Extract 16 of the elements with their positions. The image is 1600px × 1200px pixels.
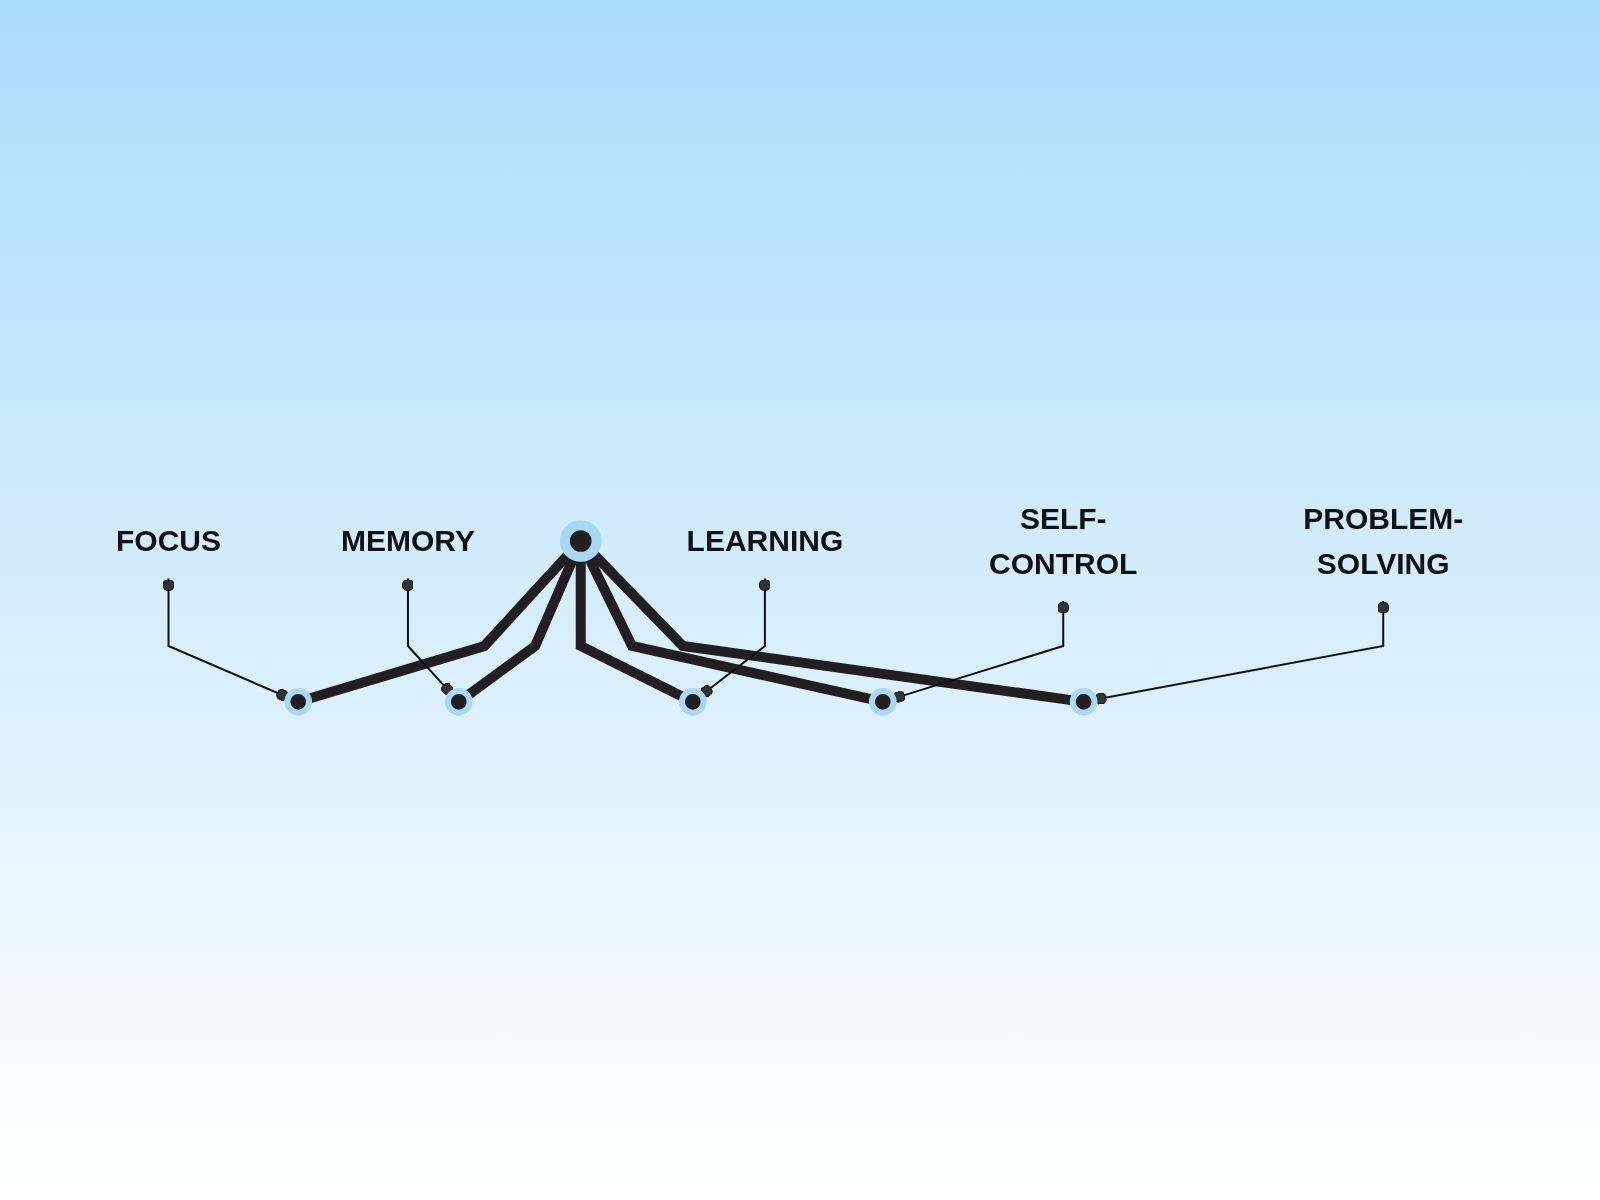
node-text: PROBLEM-SOLVING bbox=[1303, 501, 1464, 580]
node-circle bbox=[1070, 687, 1098, 716]
node-text: FOCUS bbox=[116, 524, 222, 558]
connector bbox=[892, 599, 1070, 703]
node-circle bbox=[284, 687, 313, 716]
node-text: MEMORY bbox=[341, 524, 476, 558]
node-circle bbox=[869, 687, 897, 716]
node-text: SELF-CONTROL bbox=[989, 501, 1138, 580]
connector bbox=[1093, 599, 1390, 705]
node-circle bbox=[560, 519, 602, 562]
node-circle bbox=[445, 687, 473, 716]
connector bbox=[162, 577, 290, 701]
node-circle bbox=[679, 687, 708, 716]
node-text: LEARNING bbox=[686, 524, 844, 558]
connector bbox=[700, 577, 772, 697]
connector bbox=[402, 577, 454, 695]
